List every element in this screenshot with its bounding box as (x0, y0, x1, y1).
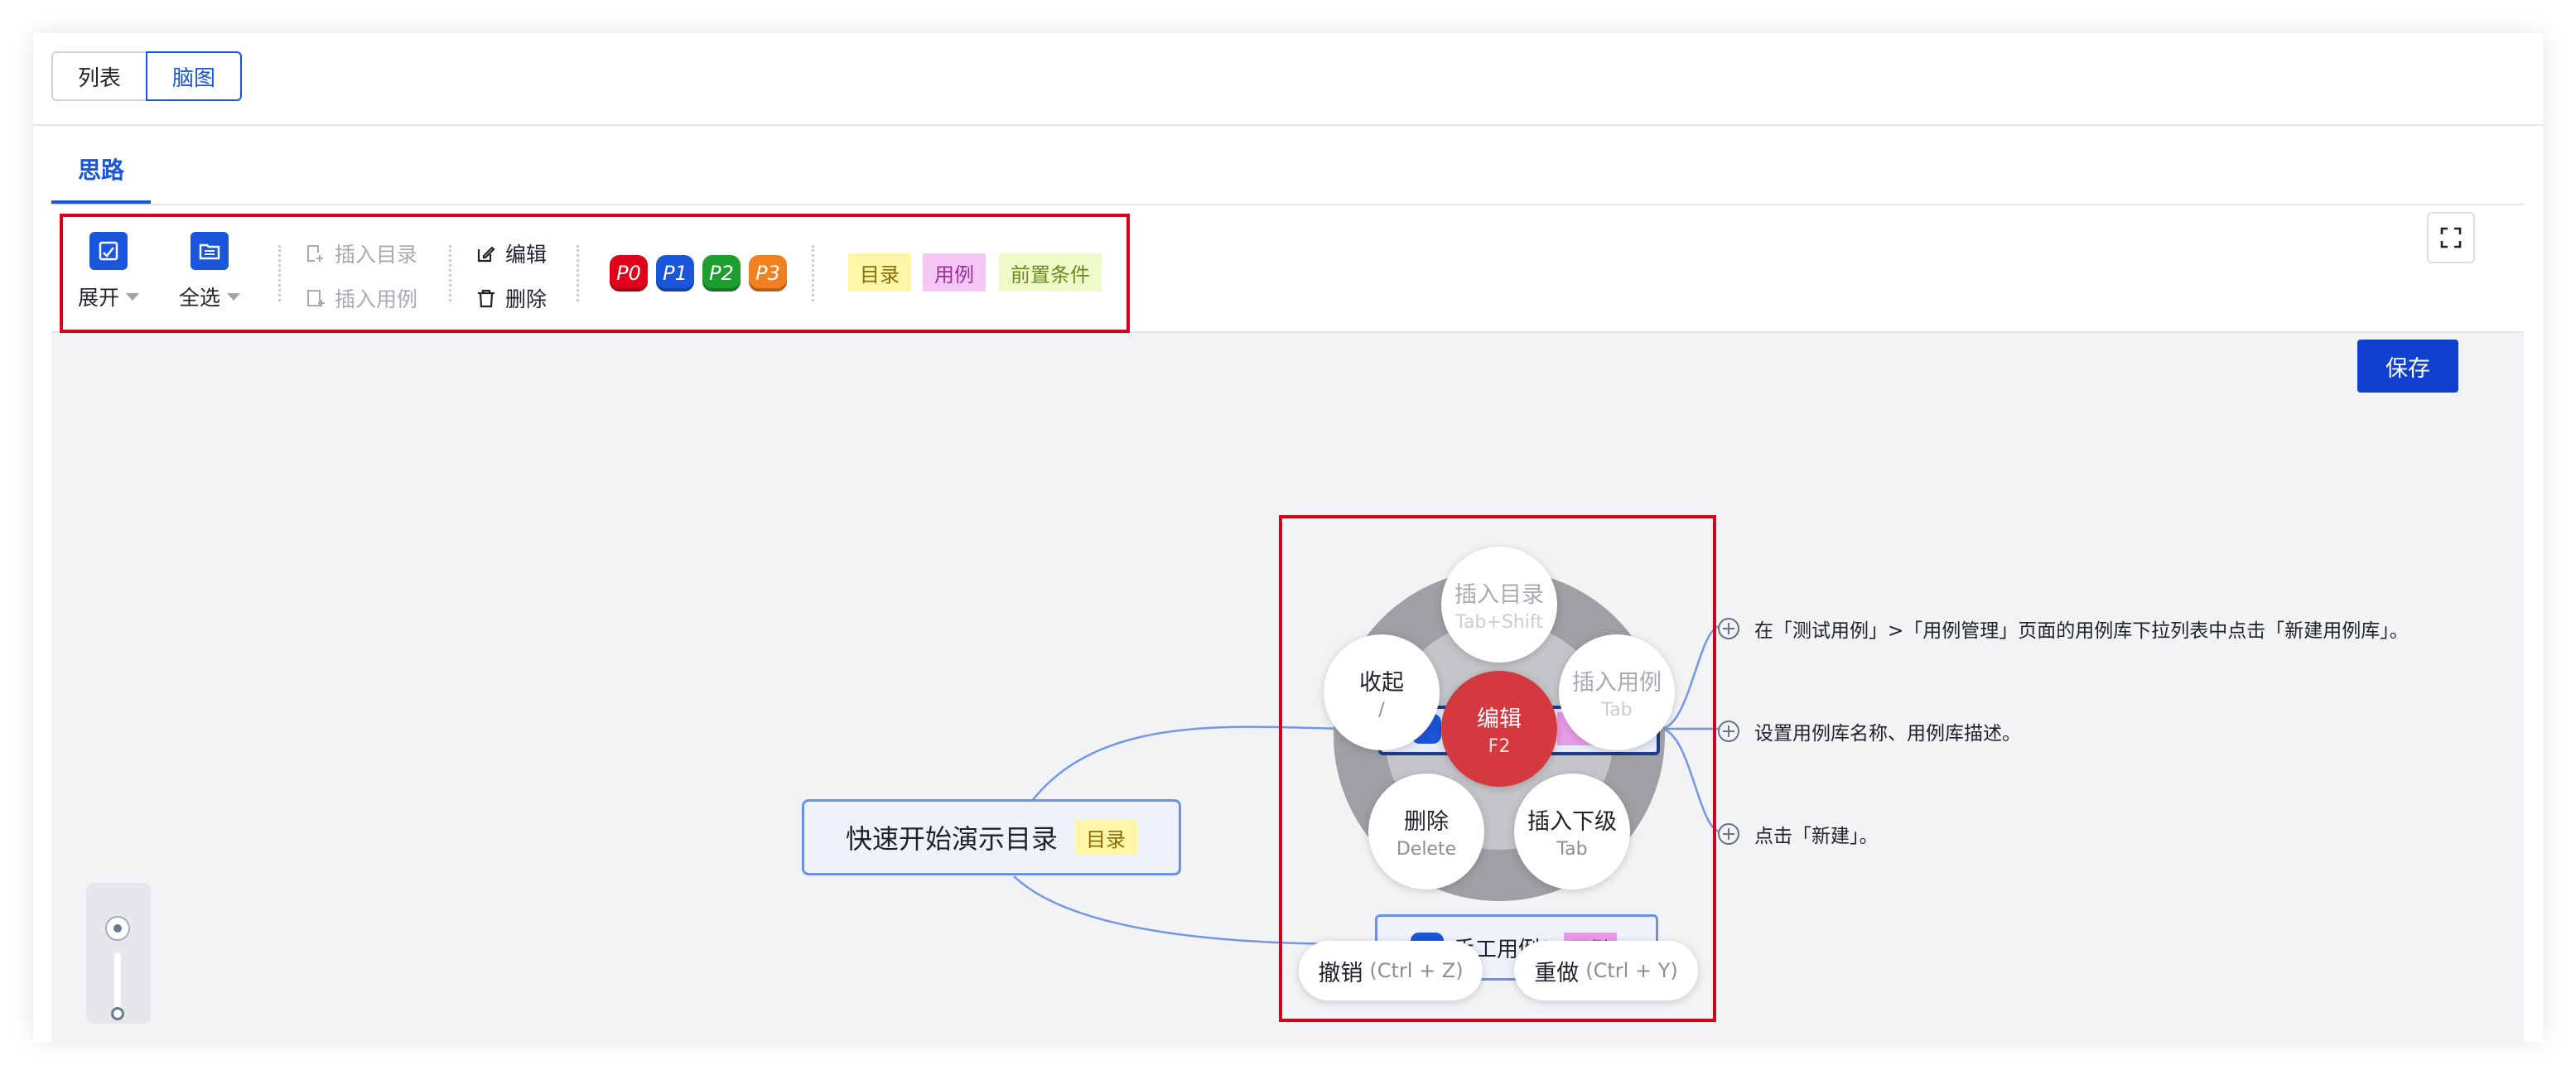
step-text: 设置用例库名称、用例库描述。 (1754, 723, 2021, 745)
tab-divider (51, 204, 2524, 205)
header-divider (33, 124, 2543, 126)
edit-label: 编辑 (505, 243, 548, 267)
radial-edit-shortcut: F2 (1488, 736, 1511, 757)
radial-collapse-label: 收起 (1359, 670, 1404, 696)
chevron-down-icon (126, 292, 140, 301)
radial-insert-case-button[interactable]: 插入用例 Tab (1559, 634, 1675, 750)
fullscreen-icon (2440, 227, 2462, 248)
select-all-button[interactable]: 全选 (179, 232, 241, 311)
insert-dir-icon (307, 245, 323, 262)
radial-insert-child-label: 插入下级 (1527, 809, 1617, 835)
insert-dir-label: 插入目录 (335, 243, 418, 267)
radial-insert-dir-button[interactable]: 插入目录 Tab+Shift (1441, 547, 1557, 663)
tab-underline (51, 200, 151, 204)
radial-menu-highlight (1279, 515, 1716, 1022)
mindmap-view-button[interactable]: 脑图 (146, 51, 243, 101)
undo-button[interactable]: 撤销 (Ctrl + Z) (1299, 941, 1483, 1000)
insert-case-icon (307, 290, 325, 306)
view-toggle: 列表 脑图 (51, 51, 243, 101)
radial-edit-label: 编辑 (1477, 706, 1522, 732)
step-node-1[interactable]: 在「测试用例」>「用例管理」页面的用例库下拉列表中点击「新建用例库」。 (1718, 615, 2409, 643)
toolbar (51, 214, 2524, 333)
fullscreen-button[interactable] (2427, 212, 2475, 263)
insert-case-label: 插入用例 (335, 287, 418, 311)
toolbar-separator (278, 245, 281, 301)
tag-precondition-button[interactable]: 前置条件 (999, 253, 1102, 292)
step-text: 点击「新建」。 (1754, 826, 1879, 847)
root-node[interactable]: 快速开始演示目录 目录 (802, 799, 1181, 875)
chevron-down-icon (227, 292, 241, 301)
radial-collapse-shortcut: / (1378, 700, 1385, 721)
expand-plus-icon[interactable] (1718, 721, 1739, 742)
expand-plus-icon[interactable] (1718, 823, 1739, 845)
radial-insert-case-shortcut: Tab (1601, 700, 1633, 721)
folder-icon (191, 232, 229, 270)
toolbar-separator (576, 245, 579, 301)
redo-label: 重做 (1534, 960, 1580, 986)
list-view-button[interactable]: 列表 (51, 51, 148, 101)
radial-collapse-button[interactable]: 收起 / (1324, 634, 1440, 750)
radial-insert-dir-label: 插入目录 (1454, 582, 1544, 608)
toolbar-separator (449, 245, 451, 301)
radial-insert-dir-shortcut: Tab+Shift (1455, 612, 1543, 633)
priority-p2-button[interactable]: P2 (702, 255, 740, 292)
toolbar-highlight (60, 214, 1130, 333)
tab-thinking[interactable]: 思路 (78, 157, 125, 184)
edit-icon (477, 246, 495, 263)
delete-button[interactable]: 删除 (475, 283, 547, 313)
priority-p0-button[interactable]: P0 (610, 255, 648, 292)
step-node-3[interactable]: 点击「新建」。 (1718, 820, 1879, 848)
redo-button[interactable]: 重做 (Ctrl + Y) (1514, 941, 1698, 1000)
insert-dir-button[interactable]: 插入目录 (305, 239, 417, 268)
radial-insert-child-shortcut: Tab (1556, 839, 1588, 860)
zoom-slider-track[interactable] (114, 952, 121, 1019)
radial-delete-label: 删除 (1404, 809, 1449, 835)
save-button[interactable]: 保存 (2357, 340, 2458, 393)
radial-edit-button[interactable]: 编辑 F2 (1441, 671, 1557, 787)
expand-label: 展开 (78, 286, 120, 310)
edit-button[interactable]: 编辑 (475, 239, 547, 268)
undo-label: 撤销 (1318, 960, 1363, 986)
redo-shortcut: (Ctrl + Y) (1585, 959, 1678, 982)
priority-p1-button[interactable]: P1 (656, 255, 694, 292)
radial-delete-button[interactable]: 删除 Delete (1368, 774, 1484, 889)
root-node-tag: 目录 (1074, 820, 1137, 855)
radial-insert-case-label: 插入用例 (1572, 670, 1662, 696)
insert-case-button[interactable]: 插入用例 (305, 283, 417, 313)
select-all-label: 全选 (179, 286, 221, 310)
expand-plus-icon[interactable] (1718, 618, 1739, 639)
delete-label: 删除 (505, 287, 548, 311)
toolbar-separator (812, 245, 814, 301)
radial-delete-shortcut: Delete (1396, 839, 1457, 860)
root-node-title: 快速开始演示目录 (845, 823, 1058, 855)
radial-insert-child-button[interactable]: 插入下级 Tab (1514, 774, 1630, 889)
undo-shortcut: (Ctrl + Z) (1369, 959, 1464, 982)
tag-directory-button[interactable]: 目录 (848, 253, 911, 292)
zoom-slider-handle[interactable] (111, 1007, 124, 1020)
tag-case-button[interactable]: 用例 (923, 253, 986, 292)
step-text: 在「测试用例」>「用例管理」页面的用例库下拉列表中点击「新建用例库」。 (1754, 620, 2409, 642)
priority-p3-button[interactable]: P3 (749, 255, 787, 292)
expand-icon (89, 232, 128, 270)
trash-icon (478, 289, 494, 308)
step-node-2[interactable]: 设置用例库名称、用例库描述。 (1718, 717, 2021, 745)
zoom-reset-icon[interactable] (105, 916, 130, 941)
expand-button[interactable]: 展开 (78, 232, 140, 311)
mindmap-canvas[interactable] (51, 333, 2524, 1042)
